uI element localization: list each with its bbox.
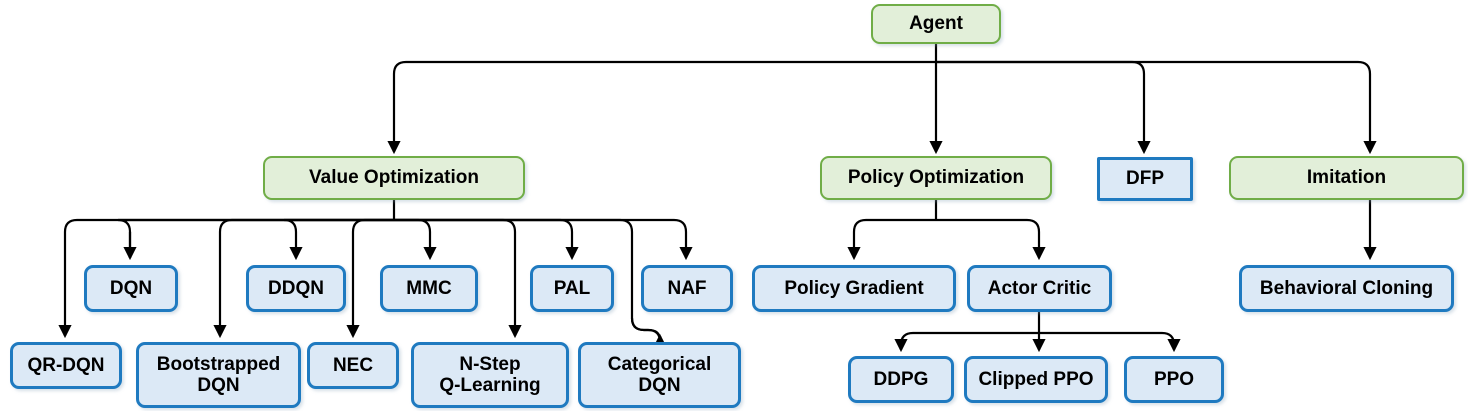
node-n-step-q-learning[interactable]: N-Step Q-Learning — [411, 342, 569, 408]
node-value-optimization-label: Value Optimization — [309, 167, 479, 189]
node-ppo[interactable]: PPO — [1124, 356, 1224, 403]
node-agent-label: Agent — [909, 13, 963, 35]
node-qr-dqn-label: QR-DQN — [27, 354, 105, 376]
node-ddpg[interactable]: DDPG — [848, 356, 954, 403]
node-pal-label: PAL — [553, 277, 591, 299]
node-behavioral-cloning-label: Behavioral Cloning — [1259, 277, 1434, 299]
node-nec-label: NEC — [332, 354, 374, 376]
node-value-optimization[interactable]: Value Optimization — [263, 156, 525, 200]
node-imitation[interactable]: Imitation — [1229, 156, 1464, 200]
node-dqn[interactable]: DQN — [84, 265, 178, 312]
node-ddqn-label: DDQN — [268, 277, 324, 299]
node-actor-critic[interactable]: Actor Critic — [967, 265, 1112, 312]
node-categorical-dqn[interactable]: Categorical DQN — [578, 342, 741, 408]
node-ddqn[interactable]: DDQN — [246, 265, 346, 312]
node-policy-optimization-label: Policy Optimization — [847, 167, 1025, 189]
node-mmc[interactable]: MMC — [380, 265, 478, 312]
node-categorical-dqn-label: Categorical DQN — [607, 353, 712, 396]
node-dfp[interactable]: DFP — [1097, 157, 1193, 201]
node-n-step-q-learning-label: N-Step Q-Learning — [439, 353, 541, 396]
node-mmc-label: MMC — [406, 277, 452, 299]
node-bootstrapped-dqn-label: Bootstrapped DQN — [156, 353, 281, 396]
node-clipped-ppo[interactable]: Clipped PPO — [964, 356, 1108, 403]
node-bootstrapped-dqn[interactable]: Bootstrapped DQN — [136, 342, 301, 408]
node-pal[interactable]: PAL — [530, 265, 614, 312]
node-nec[interactable]: NEC — [307, 342, 399, 389]
node-policy-gradient-label: Policy Gradient — [784, 277, 924, 299]
node-actor-critic-label: Actor Critic — [987, 277, 1092, 299]
node-imitation-label: Imitation — [1306, 167, 1387, 189]
node-naf[interactable]: NAF — [641, 265, 733, 312]
node-dfp-label: DFP — [1126, 168, 1164, 190]
node-behavioral-cloning[interactable]: Behavioral Cloning — [1239, 265, 1454, 312]
node-policy-optimization[interactable]: Policy Optimization — [820, 156, 1052, 200]
node-clipped-ppo-label: Clipped PPO — [978, 368, 1094, 390]
node-agent[interactable]: Agent — [871, 4, 1001, 44]
node-naf-label: NAF — [667, 277, 707, 299]
node-policy-gradient[interactable]: Policy Gradient — [752, 265, 956, 312]
node-dqn-label: DQN — [109, 277, 153, 299]
node-qr-dqn[interactable]: QR-DQN — [10, 342, 122, 389]
node-ddpg-label: DDPG — [873, 368, 929, 390]
node-ppo-label: PPO — [1153, 368, 1195, 390]
